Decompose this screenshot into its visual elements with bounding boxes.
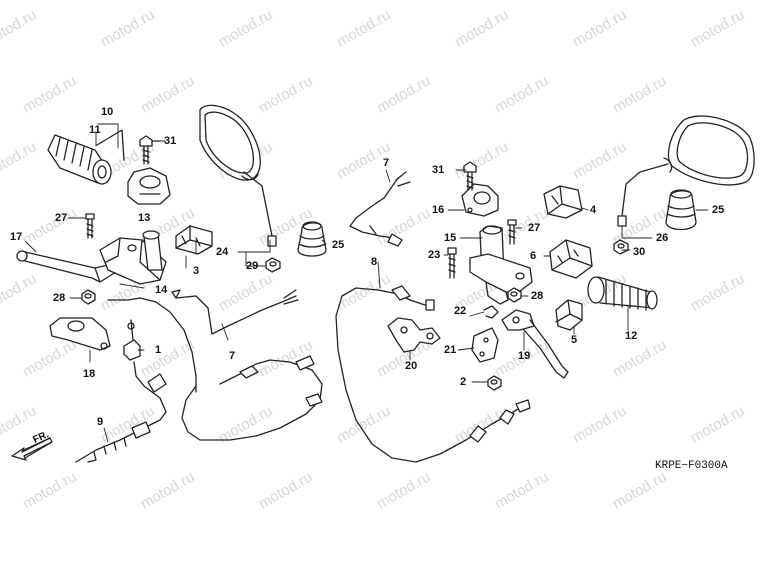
nut-28-left bbox=[81, 289, 96, 305]
screw-23 bbox=[447, 247, 457, 279]
callout-11: 11 bbox=[89, 124, 101, 136]
callout-7-lower: 7 bbox=[229, 350, 236, 362]
drawing-code: KRPE−F0300A bbox=[655, 460, 728, 472]
switch-6 bbox=[549, 239, 593, 279]
callout-20: 20 bbox=[405, 360, 418, 372]
callout-28-left: 28 bbox=[53, 292, 66, 304]
bracket-20 bbox=[387, 317, 441, 353]
clutch-lever-bracket bbox=[99, 230, 167, 285]
nut-30 bbox=[613, 239, 629, 255]
forward-arrow bbox=[11, 437, 53, 461]
nut-29 bbox=[265, 257, 281, 273]
callout-23: 23 bbox=[428, 249, 441, 261]
callout-4: 4 bbox=[590, 204, 597, 216]
lever-cover-18 bbox=[49, 317, 111, 351]
callout-1: 1 bbox=[155, 344, 162, 356]
callout-27-left: 27 bbox=[55, 212, 68, 224]
cable-adjuster-1 bbox=[123, 319, 141, 361]
right-switch-housing bbox=[461, 183, 533, 305]
callout-21: 21 bbox=[444, 344, 457, 356]
callout-9: 9 bbox=[97, 416, 104, 428]
left-mirror bbox=[199, 104, 277, 247]
callout-26: 26 bbox=[656, 232, 669, 244]
switch-housing-upper bbox=[127, 167, 171, 205]
switch-4 bbox=[543, 185, 583, 219]
callout-7-upper: 7 bbox=[383, 157, 390, 169]
left-grip bbox=[47, 129, 125, 185]
mirror-boot-left bbox=[297, 221, 327, 257]
callout-10: 10 bbox=[101, 106, 114, 118]
callout-14: 14 bbox=[155, 284, 168, 296]
callout-16: 16 bbox=[432, 204, 445, 216]
clip-22 bbox=[483, 305, 499, 319]
callout-8: 8 bbox=[371, 256, 378, 268]
bolt-31-left bbox=[139, 135, 161, 165]
callout-6: 6 bbox=[530, 250, 537, 262]
leader-lines bbox=[25, 123, 709, 443]
callout-5: 5 bbox=[571, 334, 578, 346]
callout-3: 3 bbox=[193, 265, 200, 277]
clutch-cable-9 bbox=[75, 297, 197, 463]
cable-7-upper bbox=[349, 171, 411, 247]
cable-7-lower bbox=[171, 289, 323, 441]
nut-2 bbox=[487, 375, 502, 391]
screw-27-left bbox=[85, 213, 95, 239]
callout-12: 12 bbox=[625, 330, 638, 342]
callout-30: 30 bbox=[633, 246, 646, 258]
callout-2: 2 bbox=[460, 376, 467, 388]
switch-3 bbox=[175, 225, 213, 255]
callout-24: 24 bbox=[216, 246, 229, 258]
screw-27-right bbox=[507, 219, 517, 245]
bolt-31-right bbox=[463, 161, 477, 191]
callout-15: 15 bbox=[444, 232, 457, 244]
callout-27-right: 27 bbox=[528, 222, 541, 234]
callout-25-right: 25 bbox=[712, 204, 725, 216]
callout-28-right: 28 bbox=[531, 290, 544, 302]
callout-25-left: 25 bbox=[332, 239, 345, 251]
cable-8 bbox=[335, 285, 531, 463]
callout-22: 22 bbox=[454, 305, 467, 317]
callout-19: 19 bbox=[518, 350, 531, 362]
callout-31-right: 31 bbox=[432, 164, 445, 176]
switch-5 bbox=[555, 299, 583, 331]
callout-18: 18 bbox=[83, 368, 96, 380]
right-mirror bbox=[617, 115, 755, 227]
callout-17: 17 bbox=[10, 231, 23, 243]
throttle-grip bbox=[587, 276, 658, 311]
mirror-boot-right bbox=[665, 189, 697, 231]
callout-31-left: 31 bbox=[164, 135, 177, 147]
bracket-21 bbox=[471, 327, 499, 363]
brake-lever bbox=[501, 309, 569, 379]
callout-29: 29 bbox=[246, 260, 259, 272]
clutch-lever bbox=[16, 250, 117, 283]
nut-28-right bbox=[507, 287, 522, 303]
callout-13: 13 bbox=[138, 212, 151, 224]
